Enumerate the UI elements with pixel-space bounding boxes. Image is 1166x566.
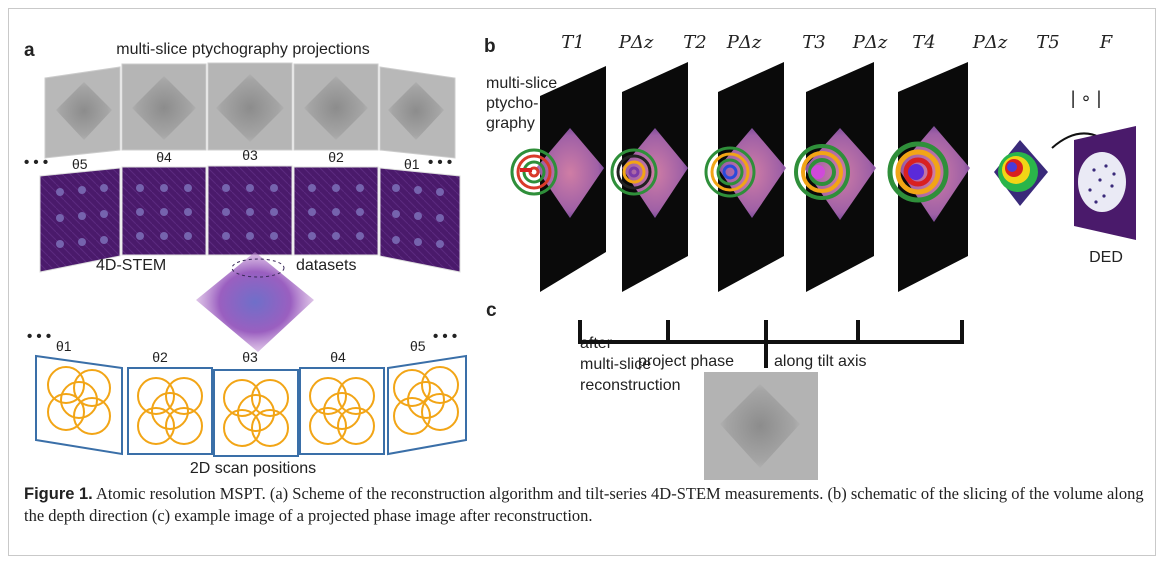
operator-label: PΔz [972,32,1008,53]
slice [794,62,876,292]
label-scan-positions: 2D scan positions [190,460,316,477]
modulus-label: | ∘ | [1071,88,1102,108]
angle-label: θ4 [156,149,172,165]
slice [510,66,606,292]
operator-label: PΔz [618,32,654,53]
operator-label: T2 [683,32,706,53]
operator-label: T3 [802,32,825,53]
angle-label: θ1 [56,338,72,354]
caption-text: Atomic resolution MSPT. (a) Scheme of th… [24,484,1144,525]
label-datasets: datasets [296,257,356,274]
exit-wave [994,140,1048,206]
slice [887,62,970,292]
scan-grid [213,369,299,457]
projection-strip [44,62,456,159]
scan-grid [35,354,123,456]
angle-label: θ3 [242,349,258,365]
caption-label: Figure 1. [24,485,93,503]
angle-label: θ1 [404,156,420,172]
figure-caption: Figure 1. Atomic resolution MSPT. (a) Sc… [24,483,1144,526]
detector-frame [1074,126,1136,240]
slice [704,62,786,292]
operator-labels: T1 PΔz T2 PΔz T3 PΔz T4 PΔz T5 F [561,32,1113,53]
projection-image [207,62,293,151]
ellipsis-right: • • • [433,328,457,345]
panel-c-letter: c [486,300,497,321]
projection-image [121,63,207,151]
angle-label: θ5 [72,156,88,172]
projection-image [44,66,121,159]
operator-label: T1 [561,32,584,53]
operator-label: PΔz [726,32,762,53]
panel-a-letter: a [24,40,35,61]
scan-grid [387,354,467,456]
reconstructed-volume [196,252,314,352]
projection-bracket [578,320,964,368]
panel-c-label-line: reconstruction [580,377,681,394]
ellipsis-right: • • • [428,154,452,171]
projection-image [293,63,379,151]
ellipsis-left: • • • [27,328,51,345]
scan-positions-strip [35,354,467,457]
projected-phase-image [704,372,818,480]
slice [610,62,688,292]
operator-label: T4 [912,32,935,53]
panel-a-title: multi-slice ptychography projections [116,41,369,58]
figure-frame [8,8,1156,556]
panel-c-label-line: multi-slice [580,356,651,373]
operator-label: F [1099,32,1114,53]
label-4dstem: 4D-STEM [96,257,166,274]
operator-label: T5 [1036,32,1059,53]
ellipsis-left: • • • [24,154,48,171]
panel-b-label-line: graphy [486,115,535,132]
operator-label: PΔz [852,32,888,53]
dataset-strip [39,165,461,273]
panel-b-label-line: ptycho- [486,95,538,112]
angle-label: θ2 [328,149,344,165]
label-project-phase: project phase [638,353,734,370]
label-along-tilt-axis: along tilt axis [774,353,867,370]
detector-label: DED [1089,249,1123,266]
angle-label: θ4 [330,349,346,365]
angle-label: θ2 [152,349,168,365]
angle-label: θ5 [410,338,426,354]
projection-image [379,66,456,159]
scan-grid [299,367,385,455]
scan-grid [127,367,213,455]
panel-b-label-line: multi-slice [486,75,557,92]
angle-label: θ3 [242,147,258,163]
panel-b-letter: b [484,36,496,57]
